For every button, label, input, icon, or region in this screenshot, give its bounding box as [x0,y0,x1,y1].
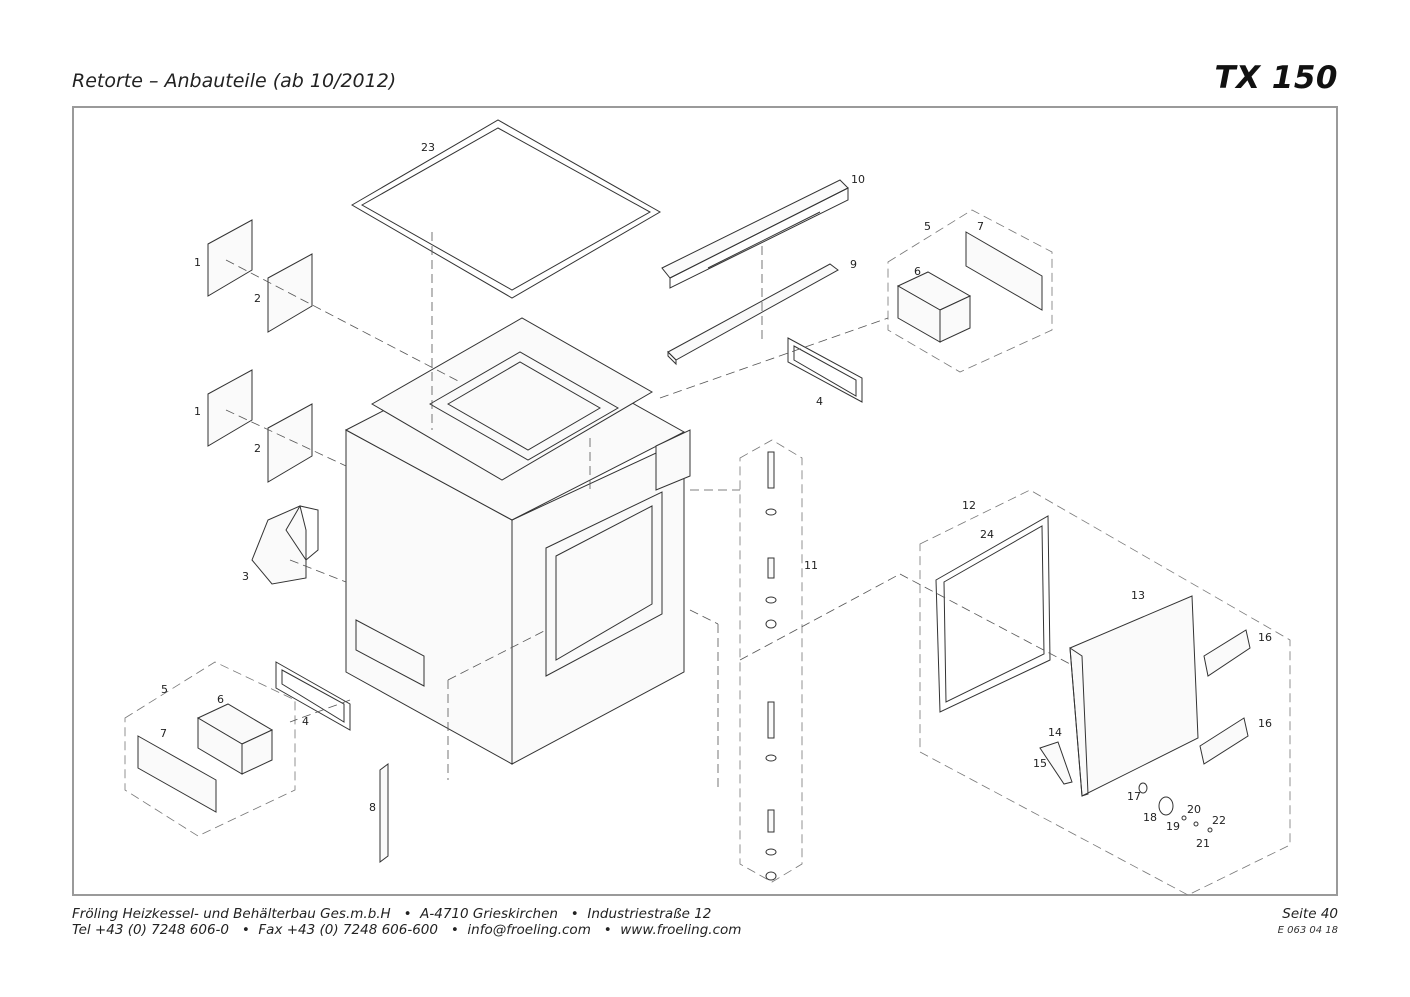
part-14-handle [1039,741,1073,785]
callout-1-top: 1 [194,256,201,269]
footer-contact: Tel +43 (0) 7248 606-0 • Fax +43 (0) 724… [72,922,742,938]
callout-9: 9 [850,258,857,271]
callout-24: 24 [980,528,994,541]
retort-body [344,317,691,765]
group-boundary-11 [739,439,803,883]
callout-1-bottom: 1 [194,405,201,418]
callout-22: 22 [1212,814,1226,827]
callout-7-left: 7 [160,727,167,740]
callout-15: 15 [1033,757,1047,770]
callout-11: 11 [804,559,818,572]
callout-5-right: 5 [924,220,931,233]
callout-3: 3 [242,570,249,583]
group-boundary-5-left [124,661,296,837]
callout-16-top: 16 [1258,631,1272,644]
callout-21: 21 [1196,837,1210,850]
callout-18: 18 [1143,811,1157,824]
callout-2-bottom: 2 [254,442,261,455]
callout-4-right: 4 [816,395,823,408]
drawing-frame [72,106,1338,896]
group-boundary-5-right [887,209,1053,373]
callout-23: 23 [421,141,435,154]
callout-17: 17 [1127,790,1141,803]
part-11-bolts [765,451,777,881]
part-1-plate-bottom [207,369,253,447]
callout-6-left: 6 [217,693,224,706]
callout-14: 14 [1048,726,1062,739]
callout-5-left: 5 [161,683,168,696]
parts-17-22-small [1138,782,1213,833]
part-4-gasket-left [275,661,351,731]
part-1-plate-top [207,219,253,297]
part-10-rail [661,179,849,289]
assembly-lines [225,232,1071,790]
document-code: E 063 04 18 [1277,925,1338,936]
page-number: Seite 40 [1282,906,1338,922]
part-16-hinge-bottom [1199,717,1249,765]
callout-13: 13 [1131,589,1145,602]
part-2-plate-bottom [267,403,313,483]
part-3-bracket [251,505,319,585]
part-8-bar [379,763,389,863]
callout-10: 10 [851,173,865,186]
part-4-gasket-right [787,337,863,403]
callout-19: 19 [1166,820,1180,833]
callout-7-right: 7 [977,220,984,233]
callout-20: 20 [1187,803,1201,816]
callout-8: 8 [369,801,376,814]
part-24-gasket [935,515,1051,713]
footer-company: Fröling Heizkessel- und Behälterbau Ges.… [72,906,712,922]
part-7-plate-right [965,231,1043,311]
part-6-block-left [196,703,274,775]
callout-6-right: 6 [914,265,921,278]
page-title: Retorte – Anbauteile (ab 10/2012) [72,70,397,92]
model-name: TX 150 [1214,60,1338,96]
callout-2-top: 2 [254,292,261,305]
part-23-seal [351,119,662,299]
callout-4-left: 4 [302,715,309,728]
part-7-plate-left [137,735,217,813]
part-6-block-right [896,271,972,343]
callout-16-bottom: 16 [1258,717,1272,730]
callout-12: 12 [962,499,976,512]
part-16-hinge-top [1203,629,1251,677]
part-13-door [1069,595,1199,797]
part-9-bar [667,263,839,366]
